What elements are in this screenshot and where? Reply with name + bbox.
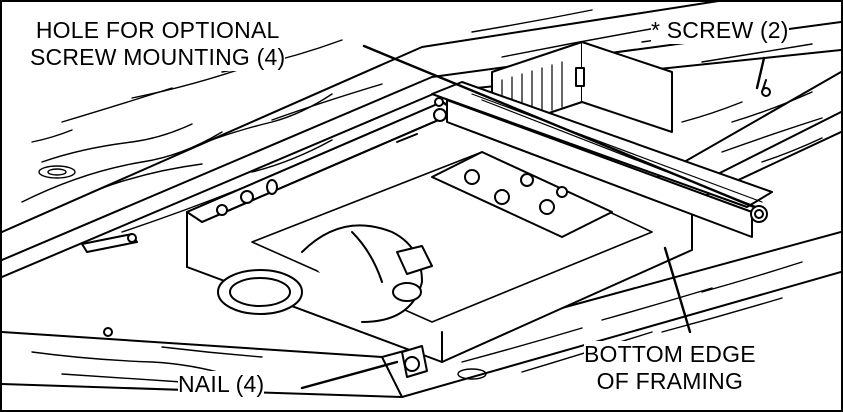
hole-label-line-2: SCREW MOUNTING (4) bbox=[30, 44, 286, 70]
nail-label: NAIL (4) bbox=[178, 371, 265, 398]
screw-label: * SCREW (2) bbox=[651, 17, 789, 44]
motor-plate bbox=[431, 151, 613, 238]
bottom-edge-label: BOTTOM EDGE OF FRAMING bbox=[584, 341, 756, 395]
lower-joist bbox=[2, 231, 841, 398]
leader-lines bbox=[300, 44, 766, 390]
fasteners bbox=[81, 79, 771, 378]
bottom-edge-label-line-1: BOTTOM EDGE bbox=[584, 341, 756, 367]
hole-label: HOLE FOR OPTIONAL SCREW MOUNTING (4) bbox=[30, 17, 286, 71]
bottom-edge-label-line-2: OF FRAMING bbox=[596, 368, 744, 394]
blower-assembly bbox=[217, 224, 433, 323]
hole-label-line-1: HOLE FOR OPTIONAL bbox=[35, 17, 280, 43]
